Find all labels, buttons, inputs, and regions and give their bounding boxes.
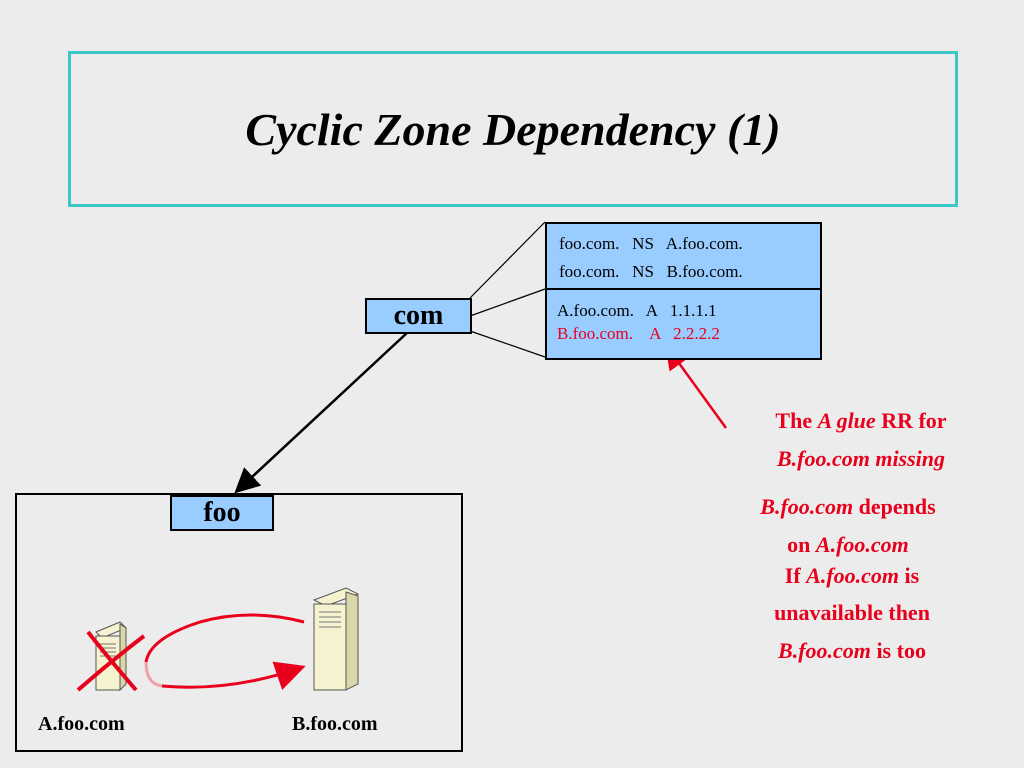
slide-title: Cyclic Zone Dependency (1) [245, 103, 781, 155]
server-b-icon [312, 587, 360, 691]
ns-record-1: foo.com. NS A.foo.com. [559, 234, 743, 253]
host-label-a: A.foo.com [38, 713, 125, 735]
delegation-arrow [234, 331, 409, 494]
com-to-ns-divider-line [469, 288, 546, 317]
note-depends-line2: on A.foo.com [787, 532, 909, 557]
missing-glue-pointer-arrow [665, 343, 728, 429]
ns-records-box: foo.com. NS A.foo.com. foo.com. NS B.foo… [545, 222, 822, 292]
glue-records-box: A.foo.com. A 1.1.1.1 B.foo.com. A 2.2.2.… [545, 288, 822, 360]
note-missing-glue-line1: The A glue RR for [775, 408, 947, 433]
com-to-glue-bottom-line [469, 330, 546, 358]
note-depends-line1: B.foo.com depends [760, 494, 936, 519]
dependency-loop-fade [144, 661, 163, 688]
note-unavailable-line1: If A.foo.com is [784, 563, 920, 588]
com-to-ns-top-line [469, 221, 546, 299]
note-missing-glue-line2: B.foo.com missing [776, 446, 946, 471]
foo-zone-box [15, 493, 463, 752]
note-unavailable-line3: B.foo.com is too [778, 638, 926, 663]
ns-record-2: foo.com. NS B.foo.com. [559, 262, 743, 281]
dependency-loop-arrow-top [144, 613, 305, 663]
title-box: Cyclic Zone Dependency (1) [68, 51, 958, 207]
foo-zone-label: foo [170, 495, 274, 531]
glue-record-b-missing: B.foo.com. A 2.2.2.2 [557, 324, 720, 343]
com-zone-label: com [365, 298, 472, 334]
glue-record-a: A.foo.com. A 1.1.1.1 [557, 301, 717, 320]
dependency-loop-arrow-bottom [161, 661, 306, 690]
note-unavailable-line2: unavailable then [774, 600, 930, 625]
host-label-b: B.foo.com [292, 713, 378, 735]
failure-cross-icon [76, 630, 146, 692]
